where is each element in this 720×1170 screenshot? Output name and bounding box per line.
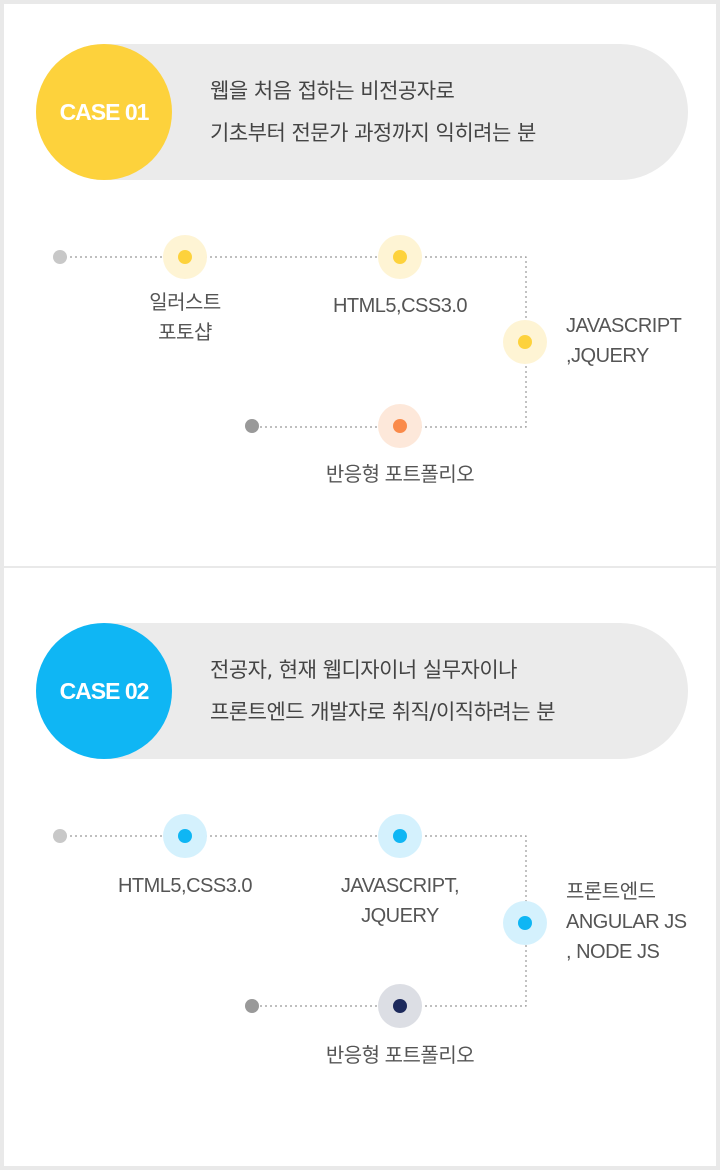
case-01-node-1	[178, 250, 192, 264]
case-01-step-3-label: JAVASCRIPT ,JQUERY	[566, 315, 682, 367]
case-01-desc-line-2: 기초부터 전문가 과정까지 익히려는 분	[210, 121, 536, 145]
case-02-step-3-label: 프론트엔드 ANGULAR JS , NODE JS	[566, 881, 687, 963]
case-02-description: 전공자, 현재 웹디자이너 실무자이나 프론트엔드 개발자로 취직/이직하려는 …	[210, 649, 556, 733]
case-02-node-3	[518, 916, 532, 930]
case-01-panel: CASE 01 웹을 처음 접하는 비전공자로 기초부터 전문가 과정까지 익히…	[4, 4, 716, 566]
case-01-step-1-label: 일러스트 포토샵	[149, 292, 221, 344]
case-02-step-4-label: 반응형 포트폴리오	[325, 1045, 475, 1067]
case-01-description: 웹을 처음 접하는 비전공자로 기초부터 전문가 과정까지 익히려는 분	[210, 70, 536, 154]
case-01-banner: CASE 01 웹을 처음 접하는 비전공자로 기초부터 전문가 과정까지 익히…	[36, 44, 688, 180]
case-01-badge-label: CASE 01	[59, 98, 150, 125]
case-01-node-3	[518, 335, 532, 349]
case-02-badge-label: CASE 02	[59, 677, 150, 704]
case-01-flow-line	[60, 256, 527, 428]
case-01-end-dot	[245, 419, 259, 433]
case-02-node-4	[393, 999, 407, 1013]
case-02-start-dot	[53, 829, 67, 843]
case-01-step-4-label: 반응형 포트폴리오	[325, 464, 475, 486]
case-02-banner: CASE 02 전공자, 현재 웹디자이너 실무자이나 프론트엔드 개발자로 취…	[36, 623, 688, 759]
case-02-node-1	[178, 829, 192, 843]
case-02-node-2	[393, 829, 407, 843]
case-02-step-2-label: JAVASCRIPT, JQUERY	[340, 875, 460, 927]
case-02-desc-line-1: 전공자, 현재 웹디자이너 실무자이나	[210, 658, 518, 682]
case-01-step-2-label: HTML5,CSS3.0	[332, 295, 468, 317]
case-02-step-1-label: HTML5,CSS3.0	[117, 875, 253, 897]
case-02-panel: CASE 02 전공자, 현재 웹디자이너 실무자이나 프론트엔드 개발자로 취…	[4, 568, 716, 1166]
case-01-flow-diagram	[53, 235, 547, 448]
case-01-desc-line-1: 웹을 처음 접하는 비전공자로	[210, 79, 455, 103]
case-01-node-4	[393, 419, 407, 433]
case-01-badge: CASE 01	[36, 44, 172, 180]
case-02-badge: CASE 02	[36, 623, 172, 759]
case-01-start-dot	[53, 250, 67, 264]
case-02-end-dot	[245, 999, 259, 1013]
case-02-flow-diagram	[53, 814, 547, 1028]
case-01-node-2	[393, 250, 407, 264]
case-02-desc-line-2: 프론트엔드 개발자로 취직/이직하려는 분	[210, 700, 556, 724]
